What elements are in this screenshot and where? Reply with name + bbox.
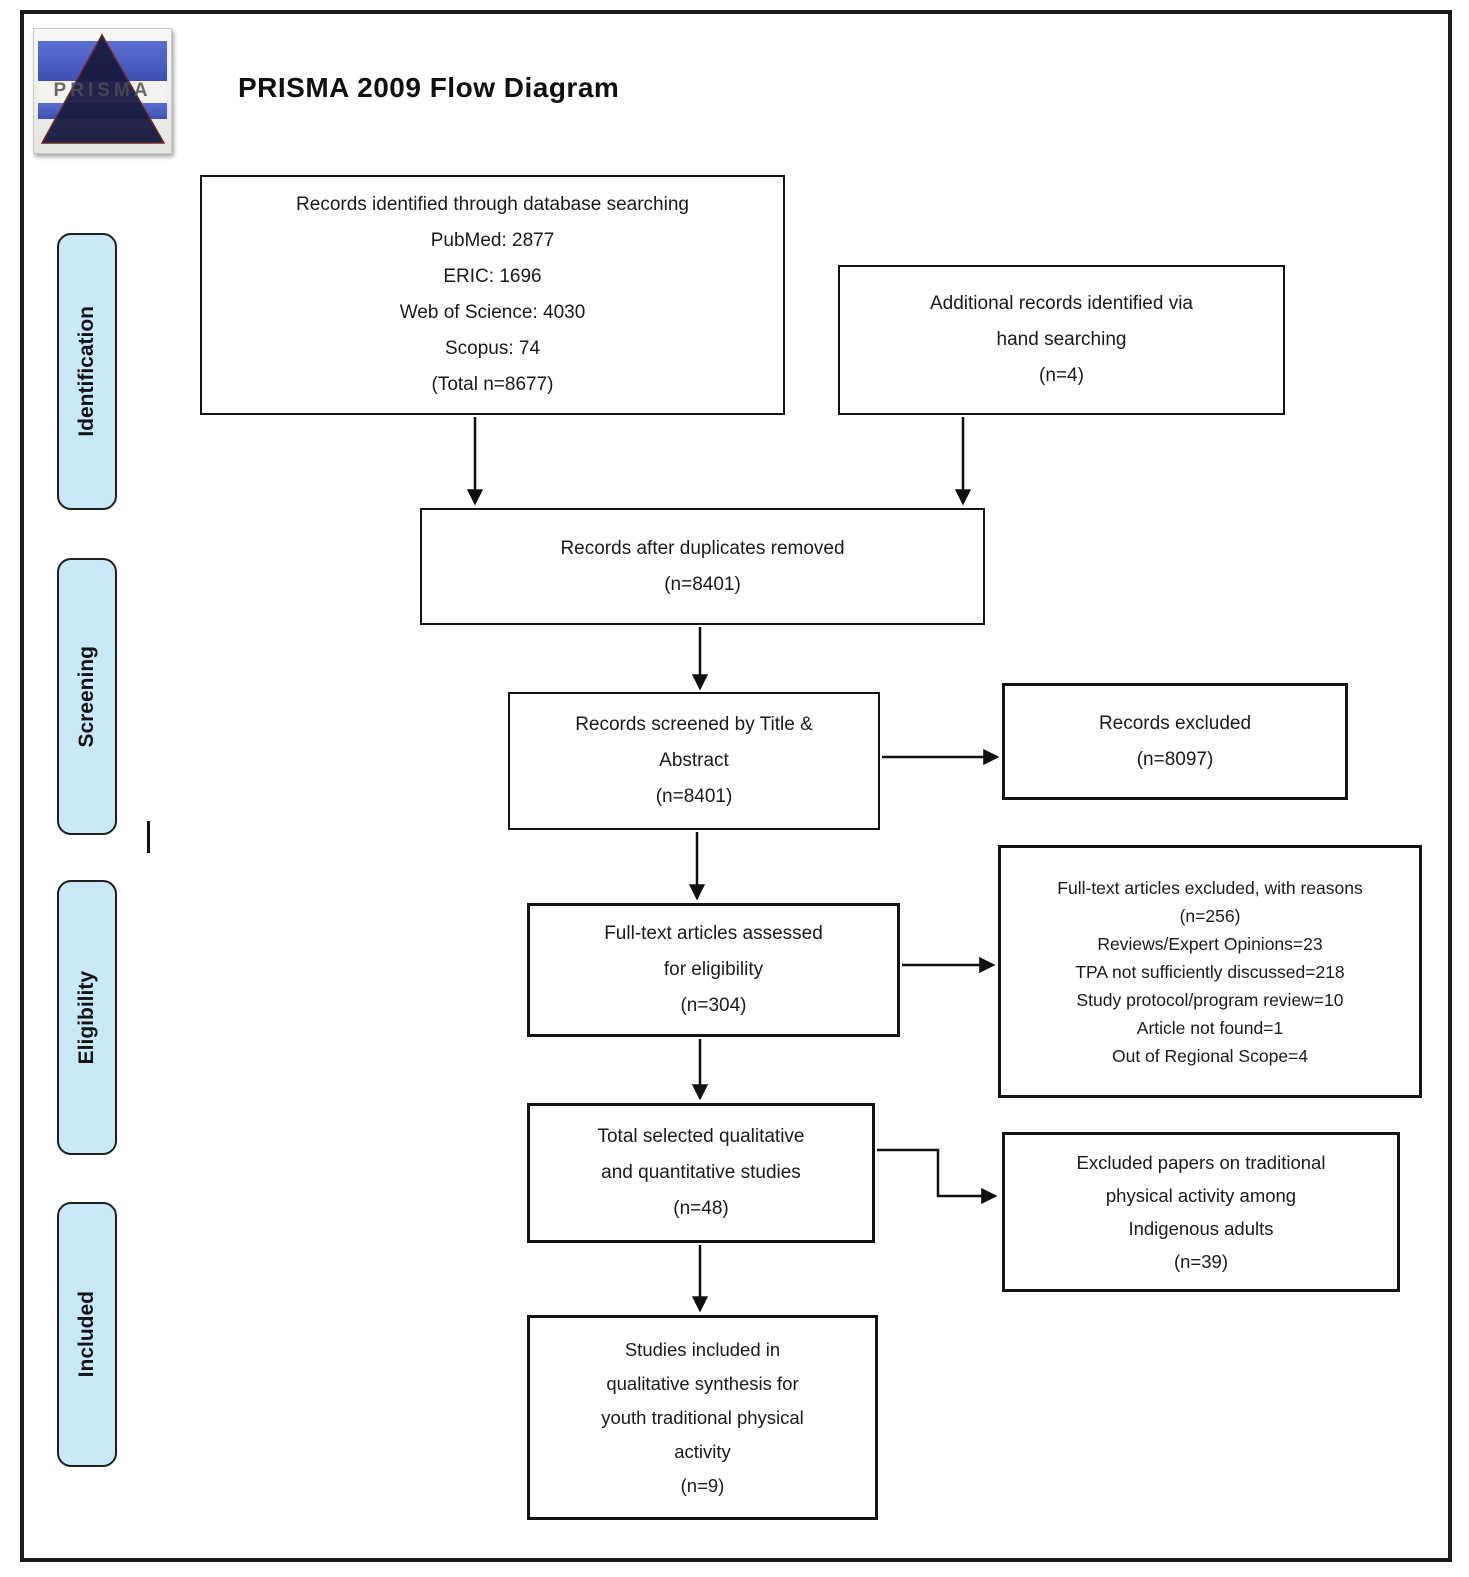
box-records-screened: Records screened by Title & Abstract (n=… bbox=[508, 692, 880, 830]
box-fulltext-excluded-reasons: Full-text articles excluded, with reason… bbox=[998, 845, 1422, 1098]
logo-wordmark: PRISMA bbox=[53, 80, 152, 101]
stage-label-eligibility: Eligibility bbox=[57, 880, 117, 1155]
box-studies-included: Studies included in qualitative synthesi… bbox=[527, 1315, 878, 1520]
box-after-duplicates-removed: Records after duplicates removed (n=8401… bbox=[420, 508, 985, 625]
outer-frame bbox=[20, 10, 1452, 1562]
box-records-excluded: Records excluded (n=8097) bbox=[1002, 683, 1348, 800]
prisma-logo: PRISMA bbox=[33, 28, 172, 154]
stage-label-identification: Identification bbox=[57, 233, 117, 510]
arrow-total-to-excluded-adults bbox=[877, 1148, 998, 1205]
logo-triangle-icon bbox=[40, 33, 166, 144]
box-fulltext-assessed: Full-text articles assessed for eligibil… bbox=[527, 903, 900, 1037]
page-title: PRISMA 2009 Flow Diagram bbox=[238, 72, 620, 103]
stage-label-screening: Screening bbox=[57, 558, 117, 835]
stage-label-included: Included bbox=[57, 1202, 117, 1467]
box-records-identified: Records identified through database sear… bbox=[200, 175, 785, 415]
stray-tick-mark bbox=[147, 821, 150, 853]
box-excluded-adult-papers: Excluded papers on traditional physical … bbox=[1002, 1132, 1400, 1292]
box-additional-records: Additional records identified via hand s… bbox=[838, 265, 1285, 415]
box-total-selected-studies: Total selected qualitative and quantitat… bbox=[527, 1103, 875, 1243]
